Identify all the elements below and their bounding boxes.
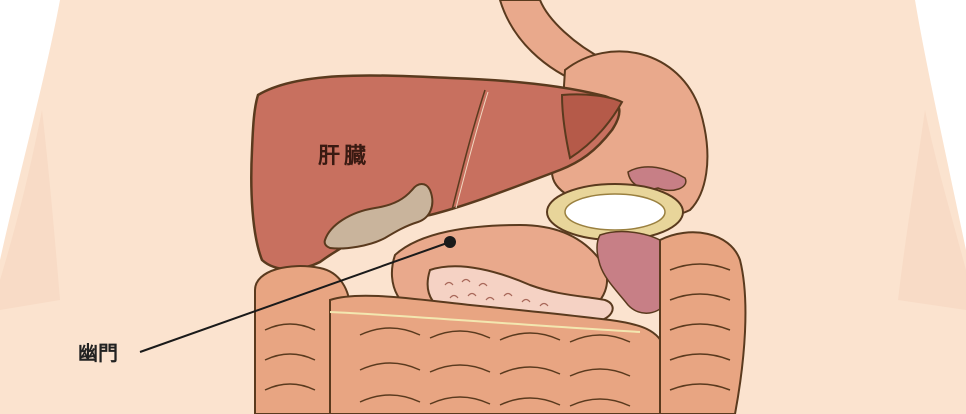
liver-label: 肝臓 bbox=[318, 144, 370, 169]
colon-cross-section-inner bbox=[565, 194, 665, 230]
pylorus-label: 幽門 bbox=[78, 341, 118, 365]
